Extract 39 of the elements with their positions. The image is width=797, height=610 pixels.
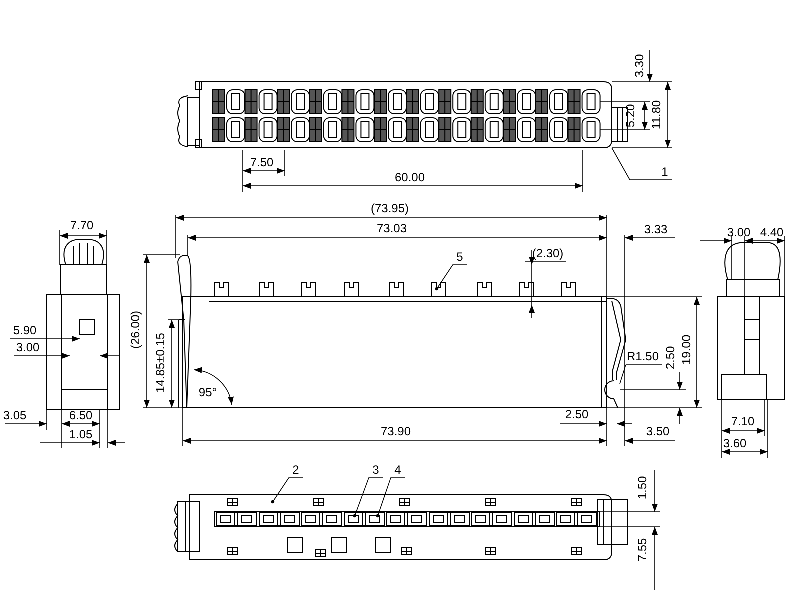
dimension-label: 11.80 <box>650 100 664 130</box>
dimension-label: 3.00 <box>16 342 40 354</box>
dimension-label: (26.00) <box>130 310 142 350</box>
dimension-label: 3.05 <box>3 410 27 422</box>
dimension-label: 73.03 <box>376 222 408 236</box>
dimension-label: 14.85±0.15 <box>154 333 168 393</box>
callout-number: 3 <box>369 462 383 478</box>
leader-line <box>612 148 672 180</box>
callout-number: 4 <box>391 462 405 478</box>
dimension-label: 3.30 <box>634 54 646 78</box>
dimension-label: 7.70 <box>70 220 94 232</box>
dimension-label: 2.50 <box>565 408 589 422</box>
dimension-label: 3.33 <box>644 224 668 236</box>
dimension-label: (2.30) <box>532 248 564 260</box>
dimension-label: 2.50 <box>664 346 678 370</box>
dimension-label: 7.55 <box>636 538 650 562</box>
dimension-label: 5.90 <box>13 324 37 338</box>
dimension-label: R1.50 <box>626 350 660 364</box>
callout-number: 1 <box>658 164 672 180</box>
dimension-label: 3.00 <box>727 226 751 240</box>
dimension-label: (73.95) <box>370 202 410 216</box>
dimension-label: 1.50 <box>636 476 650 500</box>
callout-number: 5 <box>453 249 467 265</box>
dimension-label: 7.50 <box>250 156 274 170</box>
dimension-label: 3.50 <box>646 426 670 438</box>
leader-line <box>376 478 406 518</box>
dimension-label: 3.60 <box>723 438 747 450</box>
leader-line <box>435 264 468 291</box>
angle-label: 95° <box>198 386 218 400</box>
dimension-label: 4.40 <box>760 226 784 240</box>
dimension-label: 60.00 <box>394 172 426 184</box>
dimension-label: 7.10 <box>731 416 755 428</box>
callout-number: 2 <box>289 462 303 478</box>
dimension-label: 73.90 <box>380 426 412 438</box>
dimension-label: 19.00 <box>680 334 694 366</box>
dimension-label: 6.50 <box>69 410 93 422</box>
dimension-label: 1.05 <box>69 428 93 442</box>
leader-line <box>271 478 304 504</box>
leader-line <box>353 478 384 518</box>
